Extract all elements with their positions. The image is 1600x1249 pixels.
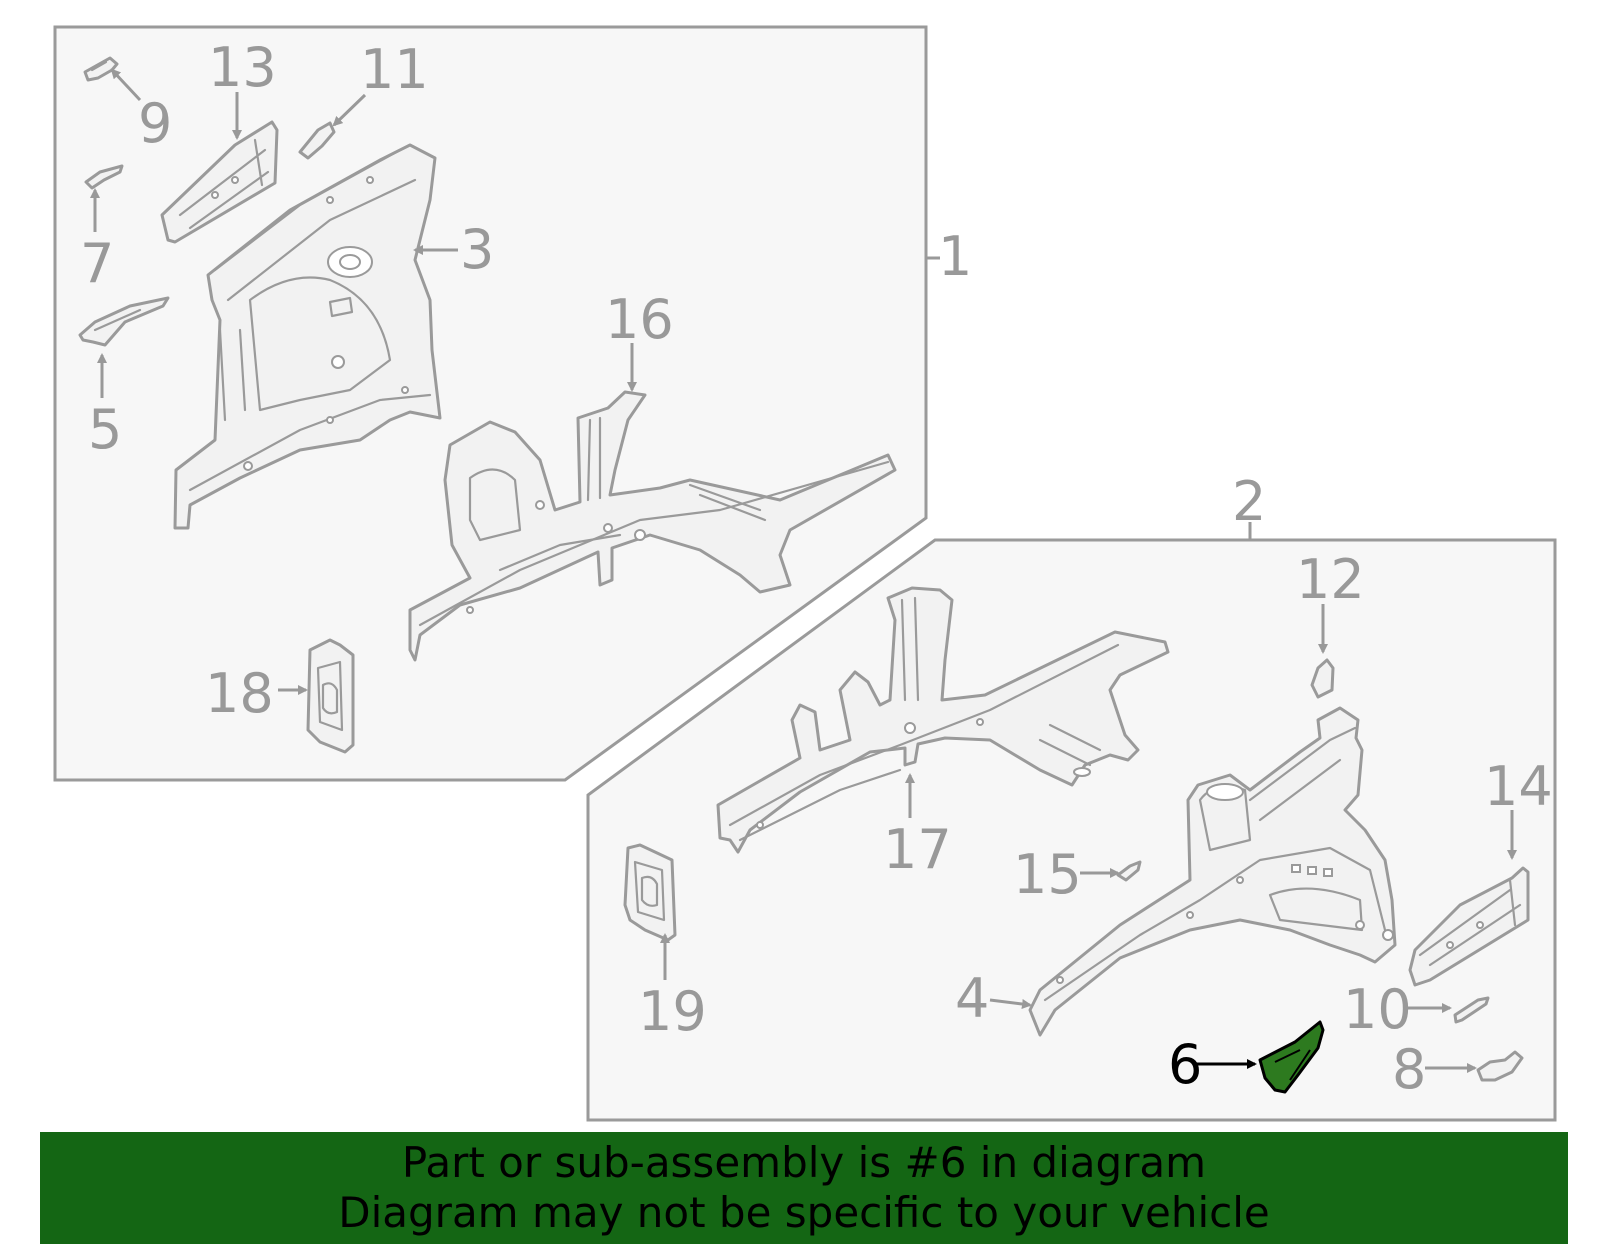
callout-16: 16 [605, 288, 674, 351]
part-5 [78, 296, 170, 347]
part-12 [1310, 658, 1335, 699]
callout-1: 1 [938, 225, 972, 288]
leader-arrows [90, 68, 1517, 1073]
callout-4: 4 [955, 967, 989, 1030]
callout-17: 17 [883, 818, 952, 881]
callout-10: 10 [1343, 978, 1412, 1041]
banner-line-2: Diagram may not be specific to your vehi… [338, 1188, 1270, 1237]
callout-11: 11 [360, 38, 429, 101]
parts-diagram: 1 2 3 4 5 6 7 8 9 10 11 12 13 14 15 16 1… [53, 25, 1557, 1122]
part-18 [306, 638, 355, 754]
callout-9: 9 [138, 92, 172, 155]
part-3 [173, 143, 442, 530]
callout-8: 8 [1392, 1038, 1426, 1101]
callout-2: 2 [1232, 470, 1266, 533]
part-16 [408, 390, 897, 662]
callout-18: 18 [205, 662, 274, 725]
banner-line-1: Part or sub-assembly is #6 in diagram [401, 1138, 1207, 1187]
callout-6-highlighted: 6 [1168, 1033, 1202, 1096]
part-4 [1028, 706, 1397, 1037]
part-info-banner: Part or sub-assembly is #6 in diagram Di… [40, 1132, 1568, 1244]
callout-14: 14 [1484, 755, 1553, 818]
callout-15: 15 [1013, 843, 1082, 906]
callout-3: 3 [460, 218, 494, 281]
part-19 [623, 843, 677, 942]
part-6-highlighted [1258, 1020, 1325, 1094]
callout-13: 13 [208, 36, 277, 99]
part-13 [160, 120, 279, 244]
assembly-1-panel [53, 25, 928, 782]
callout-7: 7 [80, 232, 114, 295]
part-8 [1476, 1050, 1524, 1082]
part-10 [1453, 996, 1490, 1024]
part-15 [1116, 860, 1142, 882]
callout-19: 19 [638, 980, 707, 1043]
part-11 [298, 121, 336, 160]
callout-5: 5 [88, 398, 122, 461]
part-14 [1408, 866, 1530, 987]
part-17 [716, 586, 1170, 854]
callout-12: 12 [1296, 548, 1365, 611]
